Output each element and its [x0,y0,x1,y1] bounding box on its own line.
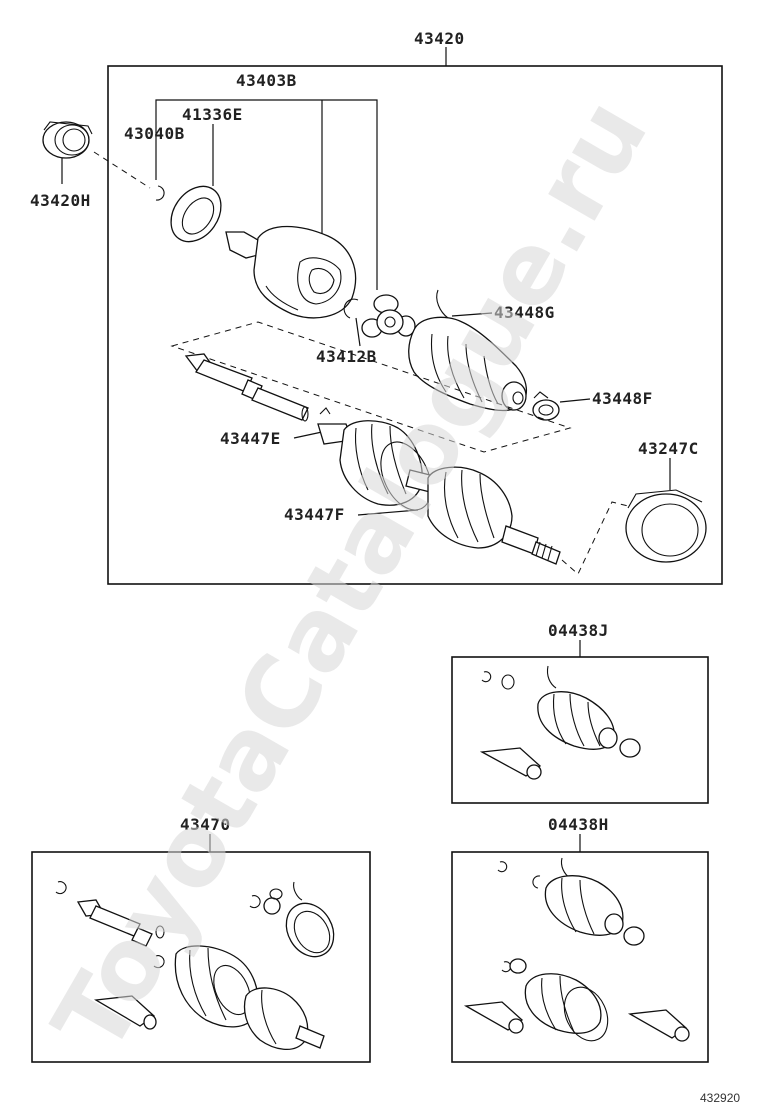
callout-43403b[interactable]: 43403B [236,71,297,90]
callout-43420h[interactable]: 43420H [30,191,91,210]
callout-43412b[interactable]: 43412B [316,347,377,366]
callout-43447e[interactable]: 43447E [220,429,281,448]
inner-shaft [184,353,309,422]
kit-43470-parts [55,881,335,1050]
assembly-frame-main [107,65,723,585]
kit-j-parts [479,665,641,780]
figure-number: 432920 [700,1091,740,1105]
callout-43040b[interactable]: 43040B [124,124,185,143]
clamp-43448f [532,391,560,421]
joint-housing [225,225,357,319]
bearing-43420h [42,121,93,159]
callout-04438j[interactable]: 04438J [548,621,609,640]
callout-43448f[interactable]: 43448F [592,389,653,408]
callout-43247c[interactable]: 43247C [638,439,699,458]
kit-frame-43470 [31,851,371,1063]
snap-ring-43412b [343,298,359,319]
snap-ring-43040b [155,185,165,201]
clamp-43447e [319,407,331,415]
kit-h-parts [463,857,690,1042]
callout-43470[interactable]: 43470 [180,815,231,834]
callout-43448g[interactable]: 43448G [494,303,555,322]
callout-41336e[interactable]: 41336E [182,105,243,124]
subassembly-outline [170,321,572,453]
bearing-43247c [625,489,707,563]
callout-43447f[interactable]: 43447F [284,505,345,524]
drive-shaft-assembly [317,420,561,565]
callout-04438h[interactable]: 04438H [548,815,609,834]
callout-43420[interactable]: 43420 [414,29,465,48]
tripod-joint [361,294,416,338]
dust-seal-41336e [170,185,222,243]
